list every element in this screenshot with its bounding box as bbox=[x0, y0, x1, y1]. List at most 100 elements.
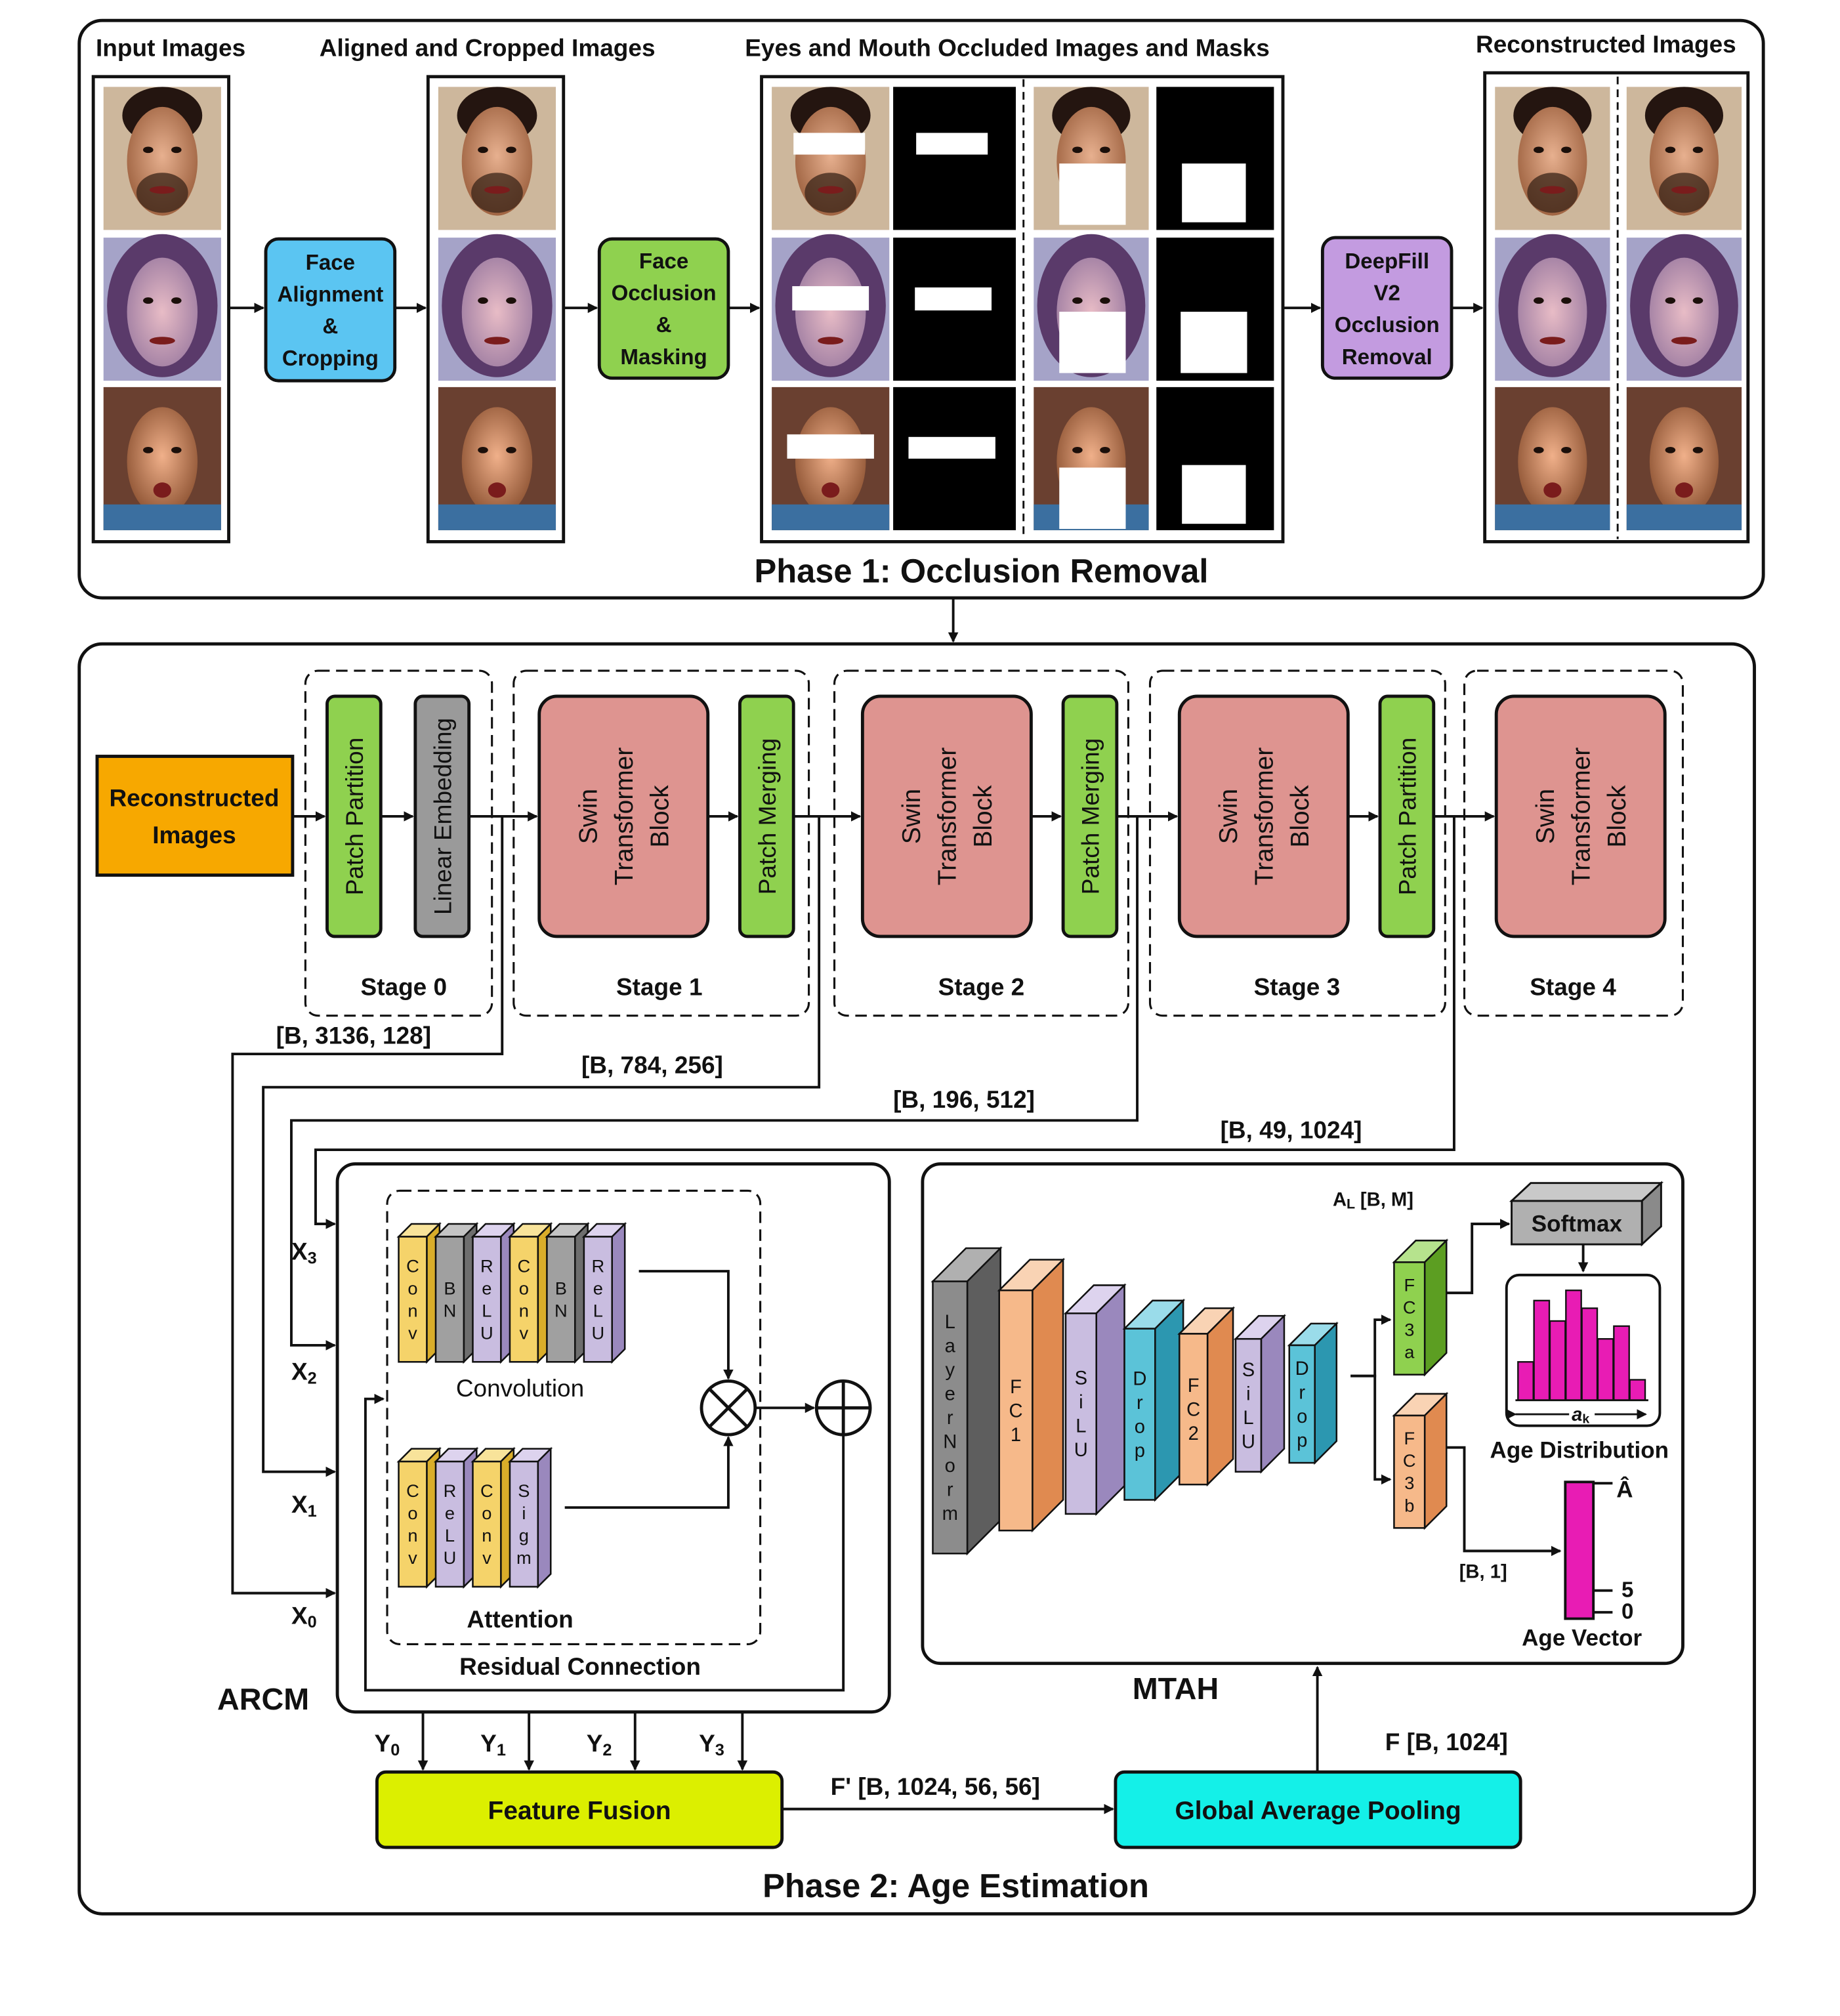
svg-text:Block: Block bbox=[1603, 785, 1631, 848]
svg-text:S: S bbox=[1242, 1360, 1255, 1381]
f-label: F [B, 1024] bbox=[1385, 1729, 1508, 1755]
svg-text:Linear Embedding: Linear Embedding bbox=[429, 718, 456, 915]
svg-text:v: v bbox=[408, 1323, 417, 1343]
swin-block-stage2: Swin Transformer Block bbox=[860, 694, 1033, 938]
svg-text:X0: X0 bbox=[291, 1602, 317, 1631]
svg-text:F: F bbox=[1404, 1428, 1415, 1448]
svg-text:Images: Images bbox=[152, 822, 236, 849]
svg-text:Patch Merging: Patch Merging bbox=[1077, 738, 1104, 894]
stage0-label: Stage 0 bbox=[361, 974, 448, 1001]
aligned-face-2 bbox=[438, 387, 556, 530]
eye-mask-hole-0 bbox=[916, 133, 988, 155]
svg-text:o: o bbox=[945, 1456, 955, 1477]
mtah-module: MTAH bbox=[921, 1162, 1684, 1706]
mouth-occlusion-0 bbox=[1059, 163, 1126, 225]
eye-mask-2 bbox=[893, 387, 1016, 530]
face-alignment-box: Face Alignment & Cropping bbox=[264, 237, 397, 383]
aligned-face-1 bbox=[438, 234, 556, 381]
svg-text:v: v bbox=[408, 1547, 417, 1568]
reconstructed-input-box: Reconstructed Images bbox=[95, 755, 295, 877]
svg-text:X1: X1 bbox=[291, 1491, 317, 1521]
reconstructed-images-frame bbox=[1483, 71, 1750, 543]
svg-text:Patch Merging: Patch Merging bbox=[754, 738, 781, 894]
svg-text:Â: Â bbox=[1616, 1477, 1633, 1503]
stage2-label: Stage 2 bbox=[938, 974, 1025, 1001]
face-photos bbox=[103, 87, 1742, 530]
svg-text:0: 0 bbox=[1621, 1600, 1633, 1624]
svg-text:v: v bbox=[482, 1547, 491, 1568]
mouth-occlusion-2 bbox=[1059, 467, 1126, 529]
convolution-label: Convolution bbox=[456, 1375, 584, 1402]
svg-text:F: F bbox=[1188, 1376, 1200, 1396]
phase1-title: Phase 1: Occlusion Removal bbox=[754, 553, 1208, 590]
svg-text:Patch Partition: Patch Partition bbox=[1394, 738, 1421, 896]
reconstructed-face-a-1 bbox=[1495, 234, 1610, 381]
phase1-arrows bbox=[230, 303, 1484, 643]
svg-text:U: U bbox=[444, 1547, 457, 1568]
svg-text:e: e bbox=[593, 1278, 603, 1298]
face-occlusion-box: Face Occlusion & Masking bbox=[597, 237, 730, 380]
svg-text:D: D bbox=[1295, 1358, 1309, 1379]
svg-text:r: r bbox=[947, 1480, 953, 1501]
svg-text:F: F bbox=[1404, 1275, 1415, 1295]
svg-text:N: N bbox=[943, 1432, 957, 1453]
svg-text:&: & bbox=[322, 314, 338, 339]
svg-text:&: & bbox=[656, 313, 672, 337]
histogram-bar bbox=[1517, 1361, 1534, 1401]
svg-text:Swin: Swin bbox=[574, 789, 602, 844]
mtah-block-4: FC2 bbox=[1177, 1306, 1236, 1487]
stage-frames bbox=[304, 669, 1684, 1017]
arcm-module: ARCM Convolution Attention Residual Conn… bbox=[217, 1162, 891, 1716]
svg-text:Patch Partition: Patch Partition bbox=[341, 738, 368, 896]
stage1-label: Stage 1 bbox=[616, 974, 703, 1001]
mouth-mask-hole-1 bbox=[1181, 312, 1247, 373]
svg-text:1: 1 bbox=[1011, 1425, 1021, 1446]
svg-text:Masking: Masking bbox=[620, 345, 707, 369]
deepfill-box: DeepFill V2 Occlusion Removal bbox=[1320, 236, 1453, 380]
fusion-arrows bbox=[782, 1666, 1323, 1815]
svg-text:AL[B, M]: AL[B, M] bbox=[1333, 1190, 1413, 1212]
arcm-label: ARCM bbox=[217, 1682, 309, 1716]
svg-text:U: U bbox=[480, 1323, 493, 1343]
svg-text:n: n bbox=[408, 1300, 417, 1320]
occluded-images-heading: Eyes and Mouth Occluded Images and Masks bbox=[745, 35, 1270, 62]
eyes-occluded-face-2 bbox=[772, 387, 890, 530]
svg-text:r: r bbox=[947, 1408, 953, 1429]
al-label: AL[B, M] bbox=[1333, 1190, 1413, 1212]
svg-text:L: L bbox=[1076, 1416, 1086, 1437]
reconstructed-face-a-2 bbox=[1495, 387, 1610, 530]
svg-text:ak: ak bbox=[1572, 1404, 1589, 1427]
patch-partition-block-0: Patch Partition bbox=[325, 694, 383, 938]
svg-text:Block: Block bbox=[1286, 785, 1314, 848]
eye-mask-hole-2 bbox=[908, 436, 995, 459]
eye-mask-0 bbox=[893, 87, 1016, 230]
stage3-label: Stage 3 bbox=[1254, 974, 1341, 1001]
global-average-pooling-box: Global Average Pooling bbox=[1114, 1770, 1522, 1849]
stage4-label: Stage 4 bbox=[1530, 974, 1616, 1001]
svg-text:N: N bbox=[444, 1300, 457, 1320]
svg-text:U: U bbox=[591, 1323, 604, 1343]
input-face-1 bbox=[103, 234, 221, 381]
svg-text:2: 2 bbox=[1188, 1423, 1199, 1444]
reconstructed-face-b-1 bbox=[1626, 234, 1742, 381]
svg-text:a: a bbox=[1404, 1342, 1415, 1362]
svg-text:y: y bbox=[945, 1360, 955, 1381]
svg-text:B: B bbox=[555, 1278, 567, 1298]
svg-text:e: e bbox=[482, 1278, 491, 1298]
svg-text:S: S bbox=[518, 1480, 530, 1501]
svg-text:C: C bbox=[1186, 1400, 1200, 1421]
conv-block-4: BN bbox=[545, 1221, 590, 1364]
phase2-title: Phase 2: Age Estimation bbox=[763, 1867, 1149, 1904]
dim-stage1: [B, 784, 256] bbox=[581, 1051, 723, 1078]
